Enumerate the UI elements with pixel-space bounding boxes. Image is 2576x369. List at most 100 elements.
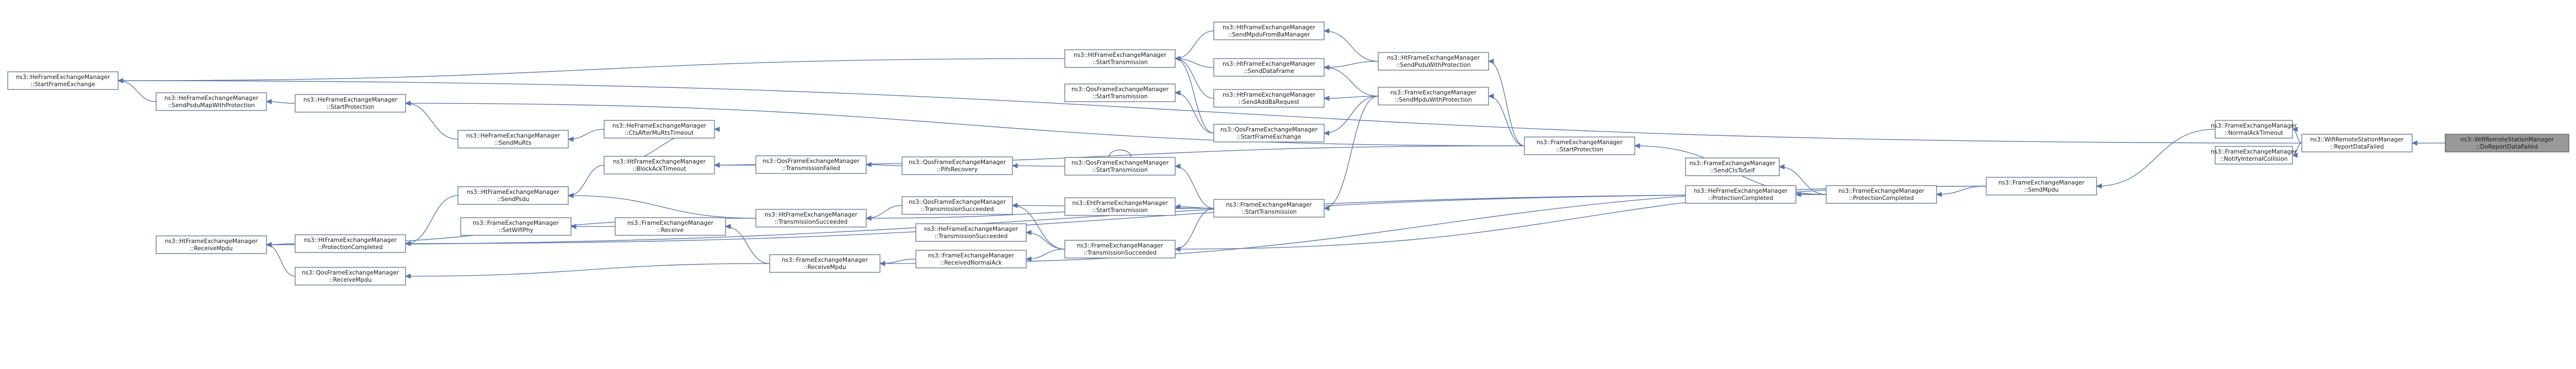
graph-node[interactable]: ns3::FrameExchangeManager::NotifyInterna… bbox=[2211, 146, 2297, 165]
node-box bbox=[7, 71, 119, 90]
node-box bbox=[769, 254, 881, 273]
graph-node[interactable]: ns3::HtFrameExchangeManager::SendPsdu bbox=[457, 186, 569, 205]
node-method-name: ::ProtectionCompleted bbox=[1708, 195, 1773, 202]
graph-node[interactable]: ns3::HtFrameExchangeManager::SendPsduWit… bbox=[1378, 52, 1489, 71]
call-edge bbox=[879, 259, 916, 264]
graph-node[interactable]: ns3::QosFrameExchangeManager::StartTrans… bbox=[1064, 83, 1176, 102]
call-edge bbox=[866, 164, 903, 166]
graph-node[interactable]: ns3::QosFrameExchangeManager::PifsRecove… bbox=[902, 156, 1013, 175]
graph-node[interactable]: ns3::HtFrameExchangeManager::ReceiveMpdu bbox=[156, 235, 267, 254]
edge-self-loop bbox=[1108, 150, 1132, 158]
edge-arrowhead bbox=[404, 241, 411, 246]
graph-node[interactable]: ns3::HeFrameExchangeManager::Transmissio… bbox=[915, 223, 1027, 242]
graph-node[interactable]: ns3::EhtFrameExchangeManager::StartTrans… bbox=[1064, 197, 1176, 216]
node-box bbox=[2445, 134, 2569, 152]
node-method-name: ::ReportDataFailed bbox=[2330, 144, 2383, 150]
graph-node[interactable]: ns3::FrameExchangeManager::SendCtsToSelf bbox=[1685, 157, 1780, 176]
node-method-name: ::ReceiveMpdu bbox=[803, 264, 846, 271]
node-box bbox=[2215, 146, 2293, 165]
node-layer: ns3::WifiRemoteStationManager::DoReportD… bbox=[7, 22, 2569, 286]
edge-arrowhead bbox=[1025, 230, 1032, 235]
graph-node[interactable]: ns3::FrameExchangeManager::ReceiveMpdu bbox=[769, 254, 881, 273]
call-edge bbox=[1175, 208, 1214, 250]
edge-arrowhead bbox=[404, 101, 411, 106]
graph-node[interactable]: ns3::WifiRemoteStationManager::ReportDat… bbox=[2301, 134, 2413, 152]
graph-node[interactable]: ns3::QosFrameExchangeManager::StartFrame… bbox=[1213, 124, 1325, 143]
graph-node[interactable]: ns3::FrameExchangeManager::SendMpduWithP… bbox=[1378, 87, 1489, 106]
node-box bbox=[604, 156, 715, 175]
graph-node[interactable]: ns3::FrameExchangeManager::StartTransmis… bbox=[1213, 199, 1325, 218]
node-method-name: ::SendMpduWithProtection bbox=[1395, 97, 1472, 103]
node-method-name: ::CtsAfterMuRtsTimeout bbox=[625, 130, 694, 136]
node-class-name: ns3::FrameExchangeManager bbox=[627, 220, 714, 226]
graph-node[interactable]: ns3::FrameExchangeManager::TransmissionS… bbox=[1064, 240, 1176, 259]
node-method-name: ::ReceiveMpdu bbox=[190, 245, 232, 252]
call-edge bbox=[1936, 186, 1987, 195]
node-class-name: ns3::HtFrameExchangeManager bbox=[304, 237, 397, 244]
graph-node[interactable]: ns3::HeFrameExchangeManager::SendMuRts bbox=[457, 130, 569, 149]
node-method-name: ::SendPsduMapWithProtection bbox=[168, 102, 255, 109]
node-method-name: ::ProtectionCompleted bbox=[1849, 195, 1913, 202]
node-method-name: ::SendPsdu bbox=[497, 196, 529, 203]
edge-arrowhead bbox=[1487, 93, 1494, 99]
graph-node[interactable]: ns3::HeFrameExchangeManager::CtsAfterMuR… bbox=[604, 120, 715, 139]
call-edge bbox=[1324, 67, 1379, 97]
edge-arrowhead bbox=[1323, 28, 1330, 34]
edge-arrowhead bbox=[1323, 205, 1330, 211]
node-class-name: ns3::QosFrameExchangeManager bbox=[302, 270, 399, 276]
graph-node[interactable]: ns3::QosFrameExchangeManager::ReceiveMpd… bbox=[295, 267, 406, 286]
node-class-name: ns3::FrameExchangeManager bbox=[1226, 202, 1313, 208]
graph-node[interactable]: ns3::FrameExchangeManager::ProtectionCom… bbox=[1826, 185, 1937, 204]
edge-arrowhead bbox=[2291, 126, 2298, 132]
graph-node[interactable]: ns3::FrameExchangeManager::NormalAckTime… bbox=[2211, 120, 2297, 139]
graph-node[interactable]: ns3::HtFrameExchangeManager::Transmissio… bbox=[755, 209, 867, 228]
graph-node[interactable]: ns3::FrameExchangeManager::StartProtecti… bbox=[1524, 136, 1635, 155]
node-box bbox=[1213, 199, 1325, 218]
node-class-name: ns3::HtFrameExchangeManager bbox=[1223, 24, 1316, 31]
graph-node[interactable]: ns3::FrameExchangeManager::SendMpdu bbox=[1986, 177, 2097, 196]
graph-node[interactable]: ns3::HtFrameExchangeManager::SendDataFra… bbox=[1213, 58, 1325, 77]
graph-node[interactable]: ns3::QosFrameExchangeManager::Transmissi… bbox=[902, 196, 1013, 215]
node-box bbox=[1064, 197, 1176, 216]
node-class-name: ns3::HtFrameExchangeManager bbox=[467, 189, 560, 196]
graph-node[interactable]: ns3::FrameExchangeManager::Receive bbox=[615, 217, 726, 236]
node-method-name: ::ProtectionCompleted bbox=[318, 244, 382, 251]
call-edge bbox=[1779, 166, 1827, 195]
call-edge bbox=[405, 103, 458, 140]
graph-node[interactable]: ns3::HeFrameExchangeManager::SendPsduMap… bbox=[156, 92, 267, 111]
node-box bbox=[755, 155, 867, 174]
node-method-name: ::StartTransmission bbox=[1092, 93, 1148, 100]
node-box bbox=[1213, 89, 1325, 108]
graph-node[interactable]: ns3::HtFrameExchangeManager::SendMpduFro… bbox=[1213, 22, 1325, 40]
call-edge bbox=[405, 194, 1827, 244]
edge-arrowhead bbox=[879, 261, 886, 266]
node-class-name: ns3::FrameExchangeManager bbox=[1390, 89, 1477, 96]
graph-node[interactable]: ns3::QosFrameExchangeManager::StartTrans… bbox=[1064, 157, 1176, 176]
node-method-name: ::NotifyInternalCollision bbox=[2220, 156, 2288, 162]
node-class-name: ns3::EhtFrameExchangeManager bbox=[1072, 200, 1168, 207]
graph-node[interactable]: ns3::HeFrameExchangeManager::StartFrameE… bbox=[7, 71, 119, 90]
edge-arrowhead bbox=[2411, 140, 2418, 146]
node-method-name: ::ReceivedNormalAck bbox=[940, 260, 1002, 266]
node-class-name: ns3::HtFrameExchangeManager bbox=[1074, 52, 1167, 59]
graph-node[interactable]: ns3::HeFrameExchangeManager::ProtectionC… bbox=[1685, 185, 1796, 204]
edge-arrowhead bbox=[1174, 204, 1181, 209]
graph-node[interactable]: ns3::FrameExchangeManager::ReceivedNorma… bbox=[915, 250, 1027, 268]
call-edge bbox=[568, 165, 605, 196]
graph-node[interactable]: ns3::HeFrameExchangeManager::StartProtec… bbox=[295, 94, 406, 113]
graph-node[interactable]: ns3::HtFrameExchangeManager::StartTransm… bbox=[1064, 49, 1176, 68]
node-method-name: ::SendPsduWithProtection bbox=[1396, 62, 1470, 68]
graph-node[interactable]: ns3::HtFrameExchangeManager::BlockAckTim… bbox=[604, 156, 715, 175]
graph-node[interactable]: ns3::FrameExchangeManager::SetWifiPhy bbox=[460, 217, 572, 236]
node-class-name: ns3::HeFrameExchangeManager bbox=[466, 133, 561, 139]
edge-arrowhead bbox=[713, 126, 720, 132]
node-class-name: ns3::HeFrameExchangeManager bbox=[164, 95, 259, 102]
node-box bbox=[1064, 240, 1176, 259]
node-method-name: ::SendMpdu bbox=[2024, 187, 2059, 193]
node-box bbox=[1213, 124, 1325, 143]
graph-node[interactable]: ns3::HtFrameExchangeManager::SendAddBaRe… bbox=[1213, 89, 1325, 108]
node-box bbox=[1685, 185, 1796, 204]
graph-node[interactable]: ns3::HtFrameExchangeManager::ProtectionC… bbox=[295, 234, 406, 253]
graph-node[interactable]: ns3::QosFrameExchangeManager::Transmissi… bbox=[755, 155, 867, 174]
